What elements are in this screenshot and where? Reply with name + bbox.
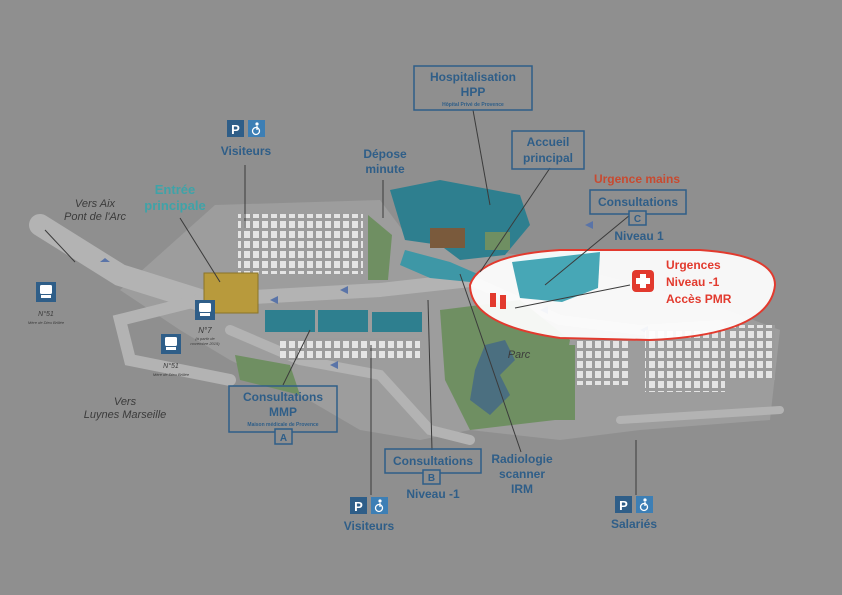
- hospitalisation-title: Hospitalisation: [430, 70, 516, 84]
- parc-label: Parc: [508, 349, 531, 361]
- leader-lines: [44, 109, 637, 495]
- mmp-note: Maison médicale de Provence: [247, 422, 318, 428]
- vers-luynes-subtitle: Luynes Marseille: [84, 409, 167, 421]
- bus51-mid-number: N°51: [163, 362, 179, 370]
- consultations-b-letter-box: [422, 469, 441, 485]
- accueil-subtitle: principal: [523, 151, 573, 165]
- hospitalisation-note: Hôpital Privé de Provence: [442, 102, 504, 108]
- consultations-b-letter: B: [428, 473, 435, 484]
- vers-aix-title: Vers Aix: [75, 198, 116, 210]
- entree-title: Entrée: [155, 182, 195, 197]
- bus51-left-number: N°51: [38, 310, 54, 318]
- mmp-letter-box: [274, 428, 293, 445]
- urgence-mains-label: Urgence mains: [594, 172, 680, 186]
- vers-aix-subtitle: Pont de l'Arc: [64, 211, 127, 223]
- urgences-pmr: Accès PMR: [666, 292, 732, 306]
- ambulance-markers: [490, 293, 506, 309]
- parking-letter-top: P: [231, 122, 240, 137]
- wheelchair-icon: [248, 120, 265, 137]
- parking-icon: P: [615, 496, 632, 513]
- entree-subtitle: principale: [144, 198, 205, 213]
- park-pond: [470, 340, 515, 415]
- urgences-level: Niveau -1: [666, 275, 720, 289]
- urgences-title: Urgences: [666, 258, 721, 272]
- wheelchair-icon: [636, 496, 653, 513]
- salaries-label: Salariés: [611, 517, 657, 531]
- radiologie-title: Radiologie: [491, 452, 553, 466]
- depose-minute-title: Dépose: [363, 147, 407, 161]
- consultations-c-title: Consultations: [598, 195, 678, 209]
- parking-icon: P: [227, 120, 244, 137]
- mmp-letter: A: [280, 433, 287, 444]
- parking-letter-bottom-right: P: [619, 498, 628, 513]
- depose-minute-subtitle: minute: [365, 162, 405, 176]
- consultations-b-title: Consultations: [393, 454, 473, 468]
- parking-letter-bottom-left: P: [354, 499, 363, 514]
- radiologie-scanner: scanner: [499, 467, 545, 481]
- parking-icon: P: [350, 497, 367, 514]
- consultations-c-letter: C: [634, 214, 641, 225]
- accueil-label-box: [511, 130, 585, 170]
- bus-icon: [161, 334, 181, 354]
- consultations-c-level: Niveau 1: [614, 229, 664, 243]
- consultations-b-level: Niveau -1: [406, 487, 460, 501]
- bus7-number: N°7: [198, 326, 212, 335]
- hospitalisation-subtitle: HPP: [461, 85, 486, 99]
- hospitalisation-label-box: [413, 65, 533, 111]
- urgences-building: [512, 252, 600, 302]
- wheelchair-icon: [371, 497, 388, 514]
- parking-lots: [238, 214, 775, 392]
- bus-icon: [36, 282, 56, 302]
- consultations-c-letter-box: [628, 210, 647, 226]
- visiteurs-bottom-label: Visiteurs: [344, 519, 395, 533]
- mmp-subtitle: MMP: [269, 405, 297, 419]
- bus7-note-1: (à partir de: [195, 336, 215, 341]
- mmp-title: Consultations: [243, 390, 323, 404]
- radiologie-irm: IRM: [511, 482, 533, 496]
- accueil-title: Accueil: [527, 135, 570, 149]
- bus7-note-2: novembre 2019): [190, 341, 220, 346]
- vers-luynes-title: Vers: [114, 396, 137, 408]
- bus-icon: [195, 300, 215, 320]
- visiteurs-top-label: Visiteurs: [221, 144, 272, 158]
- bus51-mid-stop: Mère de Dieu Brillée: [153, 372, 190, 377]
- bus51-left-stop: Mère de Dieu Brillée: [28, 320, 65, 325]
- red-cross-icon: [632, 270, 654, 292]
